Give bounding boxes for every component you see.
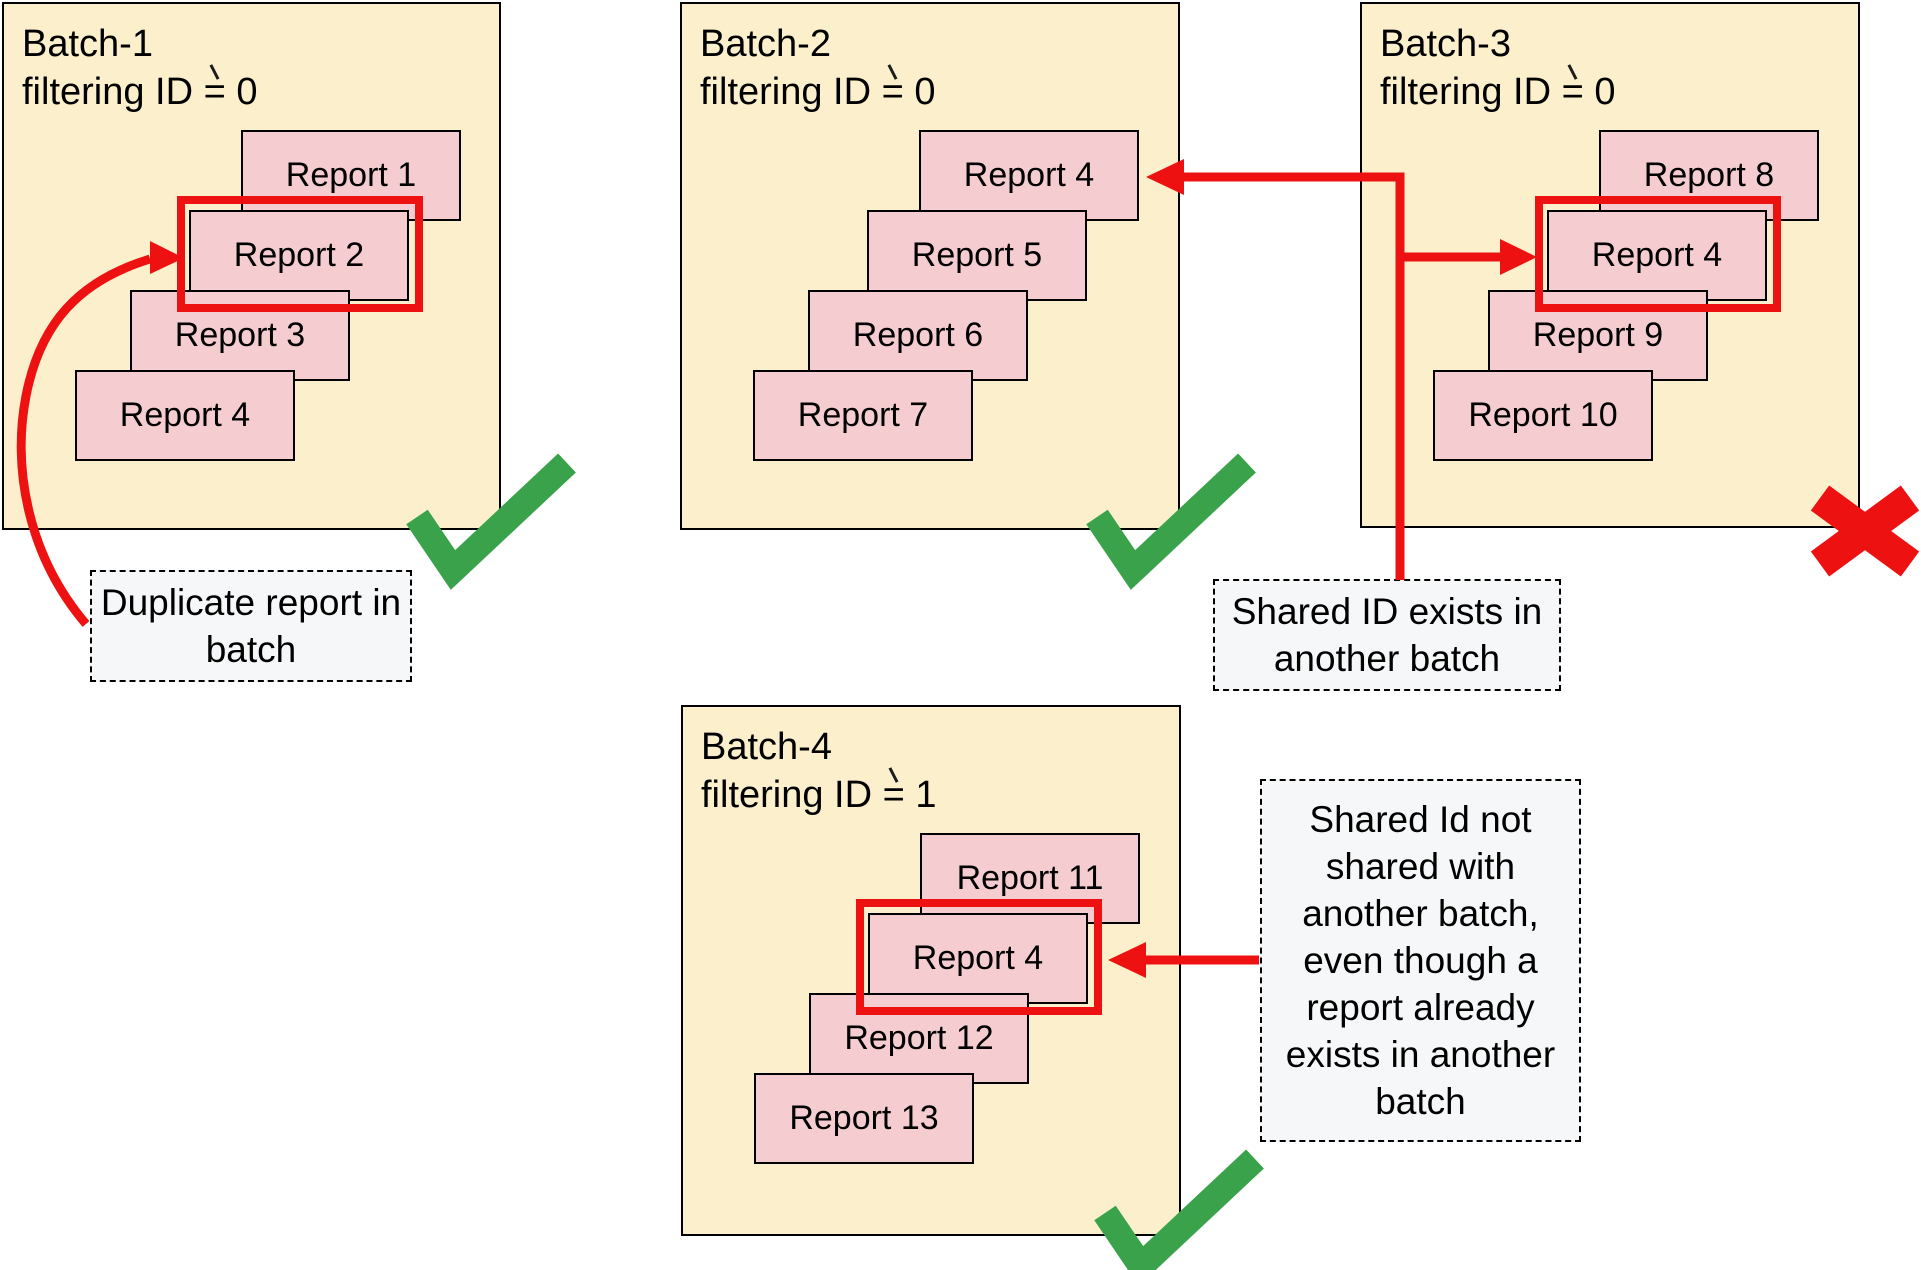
report-card: Report 4 bbox=[919, 130, 1139, 221]
report-card: Report 1 bbox=[241, 130, 461, 221]
batch-name: Batch-3 bbox=[1380, 23, 1511, 65]
report-label: Report 9 bbox=[1532, 316, 1664, 354]
report-label: Report 5 bbox=[911, 236, 1043, 274]
batch-4-box: Batch-4 filtering ID = 1 Report 11 Repor… bbox=[681, 705, 1181, 1236]
report-card: Report 4 bbox=[1547, 210, 1767, 301]
batch-4-title: Batch-4 filtering ID = 1 bbox=[701, 723, 937, 819]
report-label: Report 3 bbox=[174, 316, 306, 354]
batch-filter-label: filtering ID = 0 bbox=[700, 71, 936, 113]
batch-name: Batch-4 bbox=[701, 726, 832, 768]
report-card: Report 4 bbox=[868, 913, 1088, 1004]
report-card: Report 11 bbox=[920, 833, 1140, 924]
note-shared-id-not-shared: Shared Id not shared with another batch,… bbox=[1260, 779, 1581, 1142]
batch-name: Batch-1 bbox=[22, 23, 153, 65]
highlight-frame bbox=[856, 899, 1102, 1015]
report-card: Report 10 bbox=[1433, 370, 1653, 461]
report-label: Report 4 bbox=[119, 396, 251, 434]
report-card: Report 8 bbox=[1599, 130, 1819, 221]
report-label: Report 4 bbox=[963, 156, 1095, 194]
batch-filter-label: filtering ID = 0 bbox=[22, 71, 258, 113]
highlight-frame bbox=[1535, 196, 1781, 312]
note-shared-id-exists: Shared ID exists in another batch bbox=[1213, 579, 1561, 691]
report-label: Report 4 bbox=[912, 939, 1044, 977]
report-card: Report 5 bbox=[867, 210, 1087, 301]
batch-2-title: Batch-2 filtering ID = 0 bbox=[700, 20, 936, 116]
batch-2-box: Batch-2 filtering ID = 0 Report 4 Report… bbox=[680, 2, 1180, 530]
batch-3-title: Batch-3 filtering ID = 0 bbox=[1380, 20, 1616, 116]
report-card: Report 7 bbox=[753, 370, 973, 461]
note-duplicate-report: Duplicate report in batch bbox=[90, 570, 412, 682]
report-label: Report 1 bbox=[285, 156, 417, 194]
report-label: Report 8 bbox=[1643, 156, 1775, 194]
highlight-frame bbox=[177, 196, 423, 312]
report-label: Report 12 bbox=[844, 1019, 994, 1057]
report-label: Report 13 bbox=[789, 1099, 939, 1137]
report-card: Report 4 bbox=[75, 370, 295, 461]
report-card: Report 6 bbox=[808, 290, 1028, 381]
report-label: Report 7 bbox=[797, 396, 929, 434]
batch-name: Batch-2 bbox=[700, 23, 831, 65]
batch-1-box: Batch-1 filtering ID = 0 Report 1 Report… bbox=[2, 2, 501, 530]
batch-3-box: Batch-3 filtering ID = 0 Report 8 Report… bbox=[1360, 2, 1860, 528]
batch-filter-label: filtering ID = 0 bbox=[1380, 71, 1616, 113]
batch-filter-label: filtering ID = 1 bbox=[701, 774, 937, 816]
batch-1-title: Batch-1 filtering ID = 0 bbox=[22, 20, 258, 116]
report-label: Report 10 bbox=[1468, 396, 1618, 434]
report-label: Report 4 bbox=[1591, 236, 1723, 274]
report-card: Report 13 bbox=[754, 1073, 974, 1164]
report-label: Report 6 bbox=[852, 316, 984, 354]
report-label: Report 11 bbox=[956, 859, 1104, 897]
report-label: Report 2 bbox=[233, 236, 365, 274]
